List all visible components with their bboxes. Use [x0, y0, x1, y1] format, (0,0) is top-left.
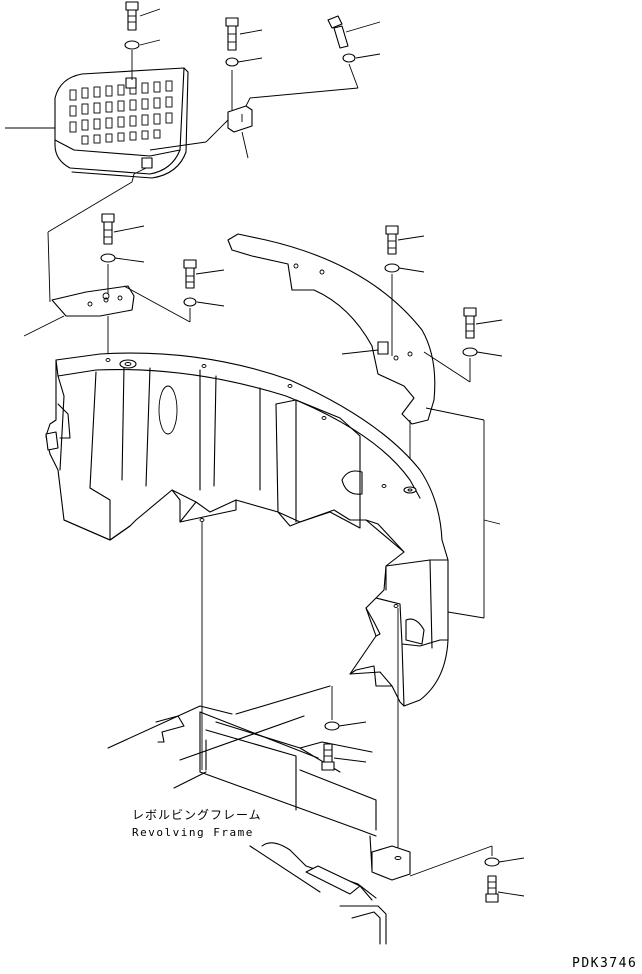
bolt-icon: [225, 17, 239, 51]
washer-icon: [342, 53, 356, 63]
washer-icon: [462, 347, 478, 357]
drawing-code: PDK3746: [572, 956, 638, 971]
left-bracket: [51, 285, 135, 317]
leader-lines: [5, 8, 381, 303]
part-name-english: Revolving Frame: [132, 826, 254, 839]
leader-lines: [331, 686, 525, 897]
counterweight: [45, 352, 449, 707]
bolt-icon: [385, 225, 399, 255]
leader-lines: [23, 225, 225, 356]
bolt-icon: [183, 259, 197, 289]
grille-cover: [54, 67, 189, 179]
revolving-frame: [107, 685, 411, 945]
washer-icon: [324, 721, 340, 731]
part-name-japanese: レボルビングフレーム: [132, 808, 262, 822]
washer-icon: [183, 297, 197, 307]
bolt-icon: [101, 213, 115, 245]
bolt-icon: [327, 15, 349, 49]
bolt-icon: [321, 743, 335, 771]
bolt-icon: [485, 875, 499, 903]
bolt-icon: [463, 307, 477, 339]
grille-slots: [69, 80, 173, 145]
washer-icon: [484, 857, 500, 867]
washer-icon: [100, 253, 116, 263]
leader-lines: [201, 407, 501, 852]
washer-icon: [225, 57, 239, 67]
washer-icon: [384, 263, 400, 273]
bolt-icon: [125, 1, 139, 31]
washer-icon: [124, 40, 140, 50]
right-curved-bracket: [227, 233, 436, 425]
